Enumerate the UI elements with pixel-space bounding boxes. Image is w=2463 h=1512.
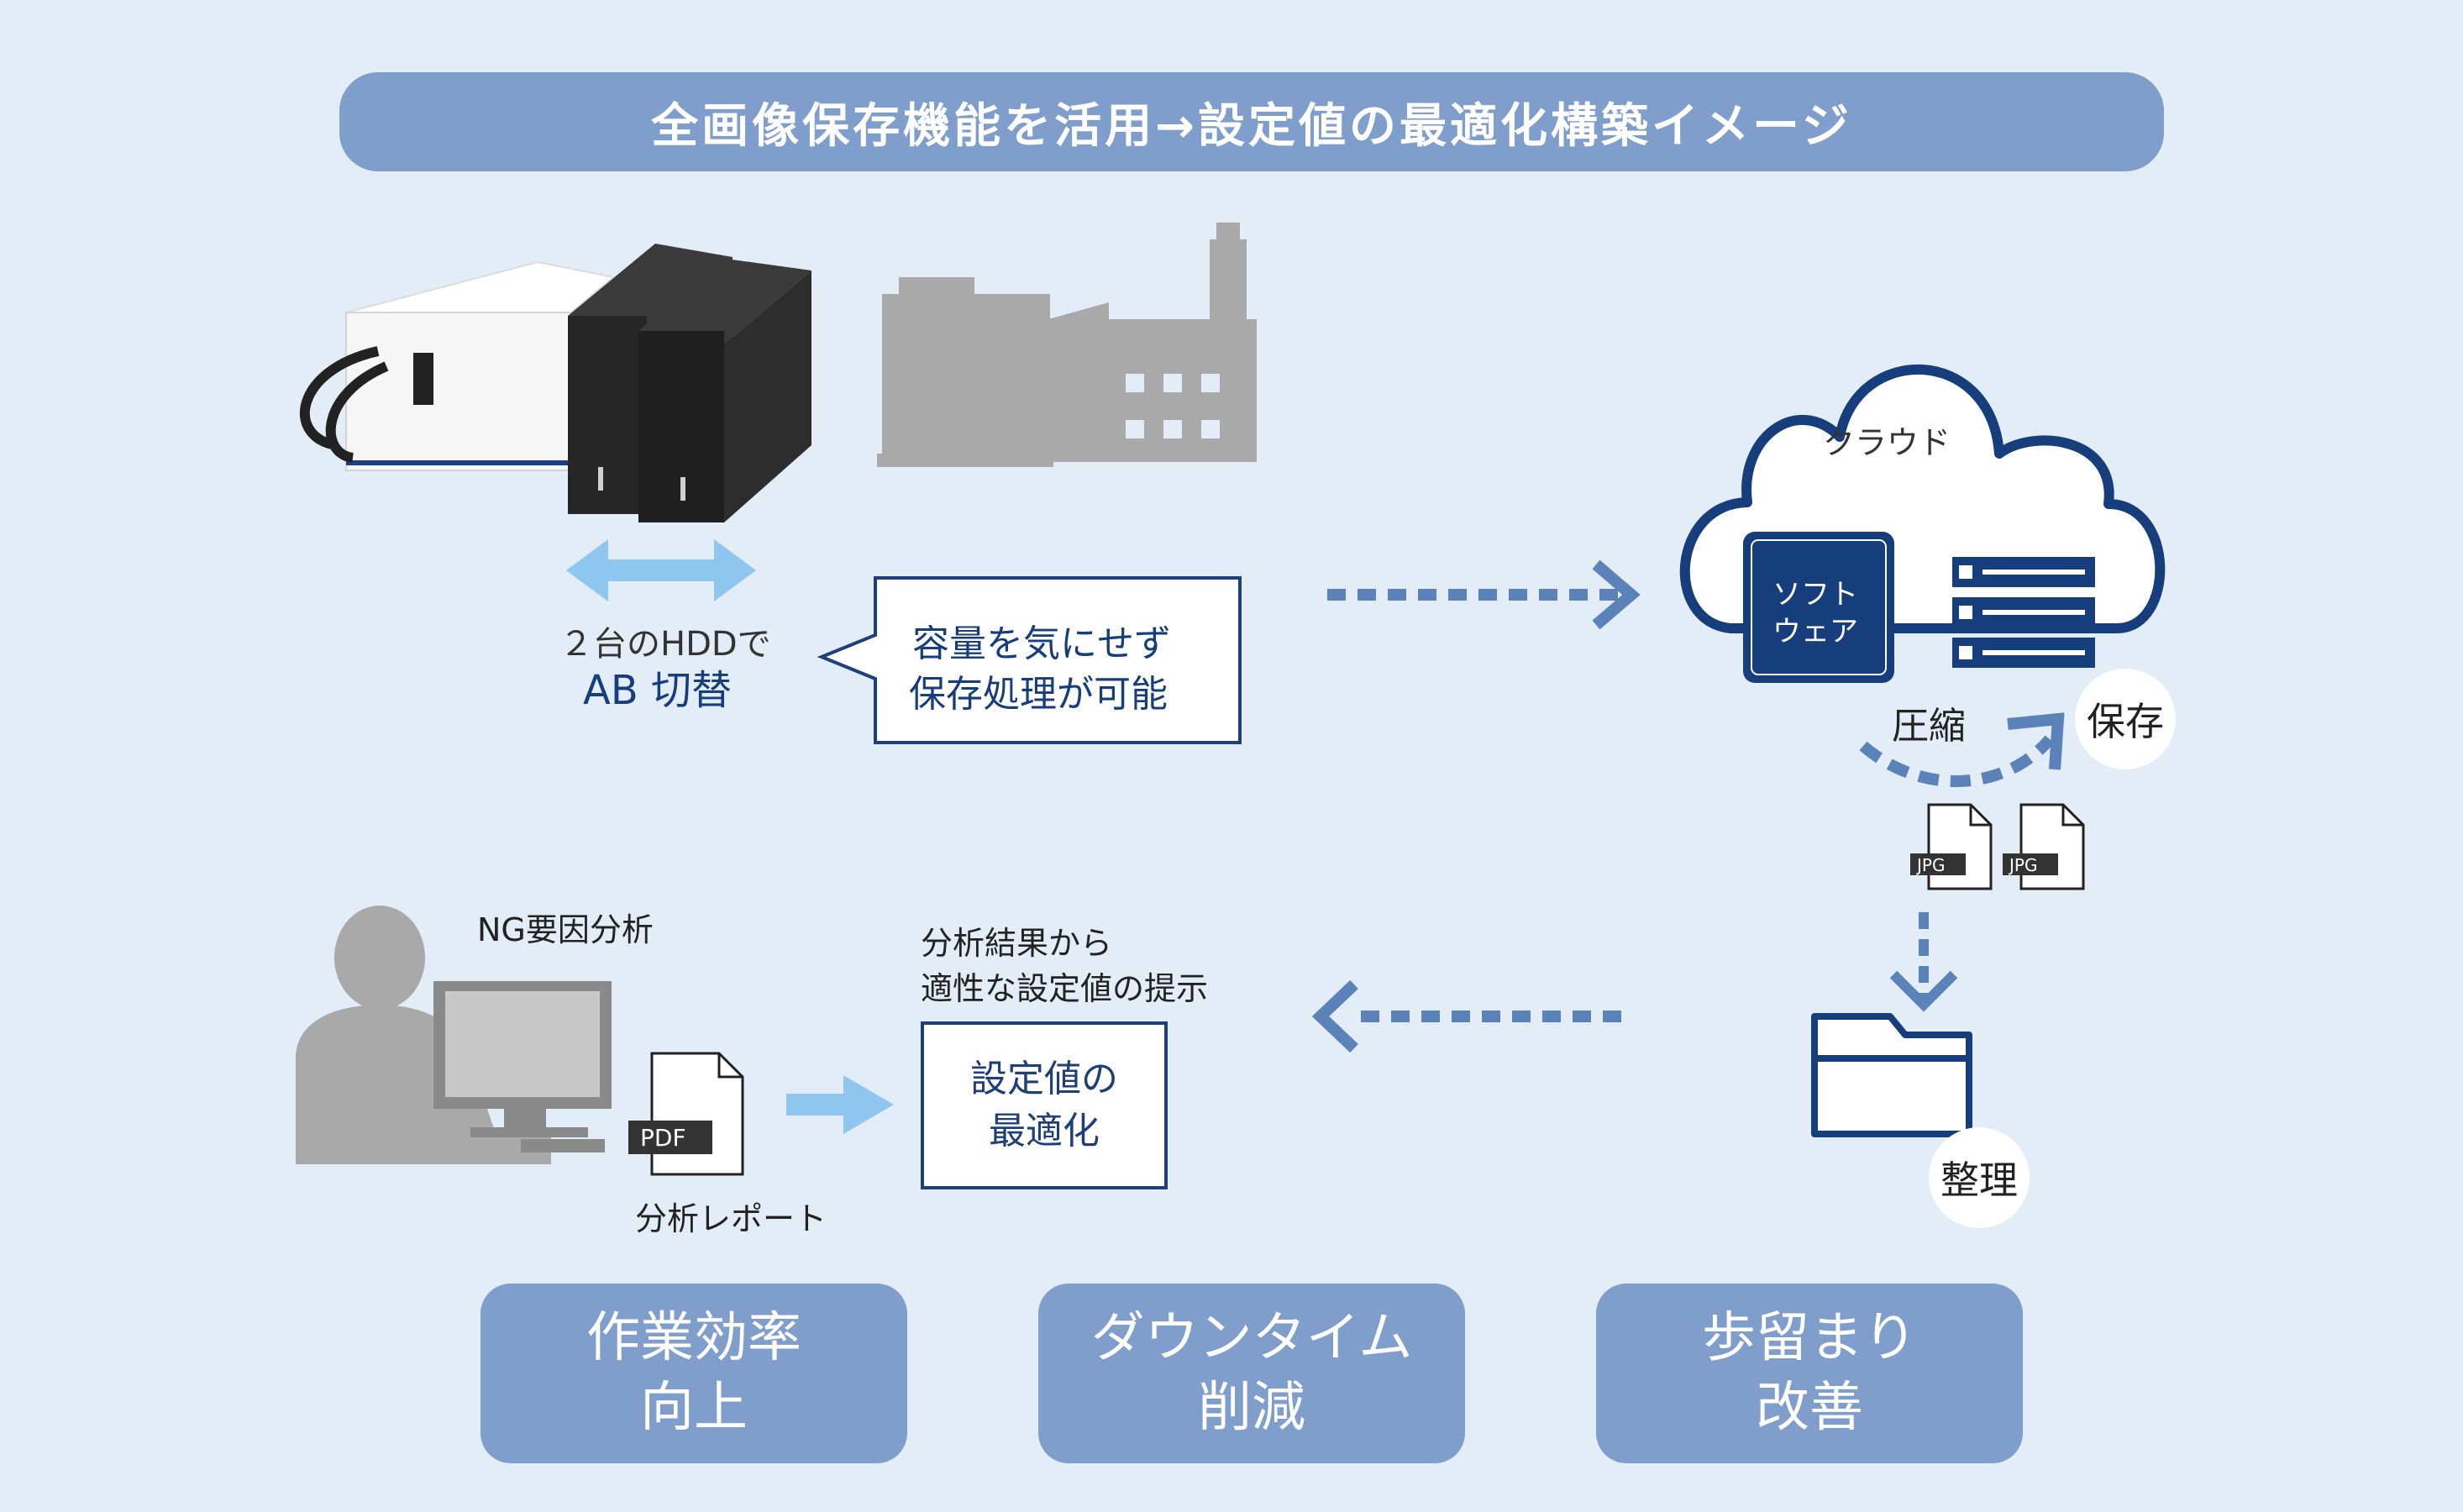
outcome-efficiency: 作業効率 向上 (481, 1284, 907, 1463)
outcome-line2: 削減 (1198, 1377, 1305, 1439)
folder-icon (1811, 1013, 1972, 1137)
software-box (1743, 532, 1894, 683)
factory-silhouette (877, 223, 1257, 467)
compress-label: 圧縮 (1892, 705, 1966, 748)
recorder-device-illustration (300, 244, 811, 522)
callout-line1: 容量を気にせず (912, 622, 1171, 665)
analyst-silhouette (296, 906, 612, 1164)
jpg-label: JPG (1917, 855, 1946, 875)
organize-badge: 整理 (1929, 1127, 2030, 1228)
pdf-label: PDF (640, 1124, 686, 1152)
jpg-label: JPG (2009, 855, 2038, 875)
dotted-arrow-down (1889, 912, 1958, 1012)
report-to-result-arrow (786, 1075, 894, 1134)
outcome-line2: 改善 (1756, 1377, 1863, 1439)
result-caption-line2: 適性な設定値の提示 (921, 970, 1209, 1007)
hdd-switch-arrow (566, 539, 756, 601)
analysis-title: NG要因分析 (477, 911, 654, 948)
outcome-downtime: ダウンタイム 削減 (1038, 1284, 1465, 1463)
optimization-line1: 設定値の (970, 1058, 1118, 1101)
title-bar: 全画像保存機能を活用→設定値の最適化構築イメージ (339, 72, 2164, 171)
callout-line2: 保存処理が可能 (909, 673, 1168, 716)
hdd-caption-line2: AB 切替 (583, 667, 733, 714)
compress-arrow (1859, 712, 2065, 787)
outcome-yield: 歩留まり 改善 (1596, 1284, 2023, 1463)
result-caption-line1: 分析結果から (921, 925, 1113, 962)
outcome-line1: 作業効率 (586, 1306, 801, 1369)
pdf-document-icon (628, 1052, 744, 1176)
report-caption: 分析レポート (635, 1200, 827, 1237)
jpg-document-icon (1910, 803, 1993, 890)
outcome-line1: ダウンタイム (1090, 1306, 1413, 1369)
jpg-document-icon (2003, 803, 2085, 890)
factory-windows (1126, 374, 1220, 438)
outcome-line2: 向上 (640, 1377, 748, 1439)
server-icon (1952, 557, 2095, 668)
callout-box (817, 576, 1242, 744)
optimization-box: 設定値の 最適化 (921, 1021, 1168, 1189)
cloud-label: クラウド (1823, 424, 1951, 461)
dotted-arrow-to-result (1311, 979, 1630, 1053)
optimization-line2: 最適化 (989, 1110, 1100, 1152)
dotted-arrow-to-cloud (1327, 559, 1641, 630)
save-badge: 保存 (2075, 669, 2176, 769)
software-label-line2: ウェア (1772, 615, 1858, 648)
outcome-line1: 歩留まり (1702, 1306, 1917, 1369)
software-label-line1: ソフト (1772, 578, 1858, 612)
hdd-caption-line1: ２台のHDDで (559, 625, 771, 664)
